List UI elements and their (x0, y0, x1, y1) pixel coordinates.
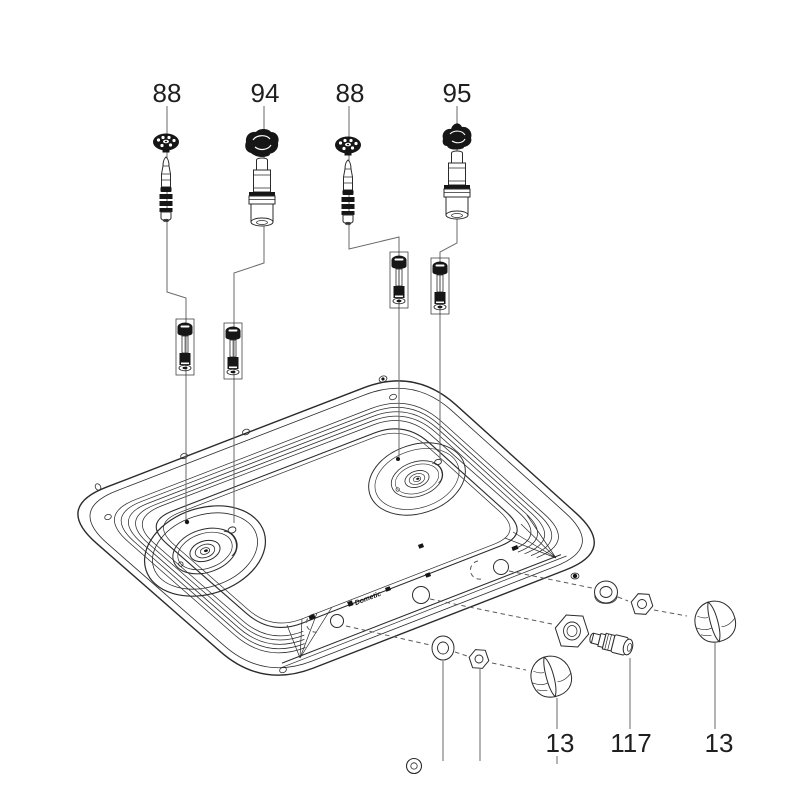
leader-dot-left-burner (184, 519, 190, 525)
cooktop-body: Dometic (77, 375, 595, 676)
rim-lip-band (114, 402, 559, 654)
burner-cap-electrode-88-right (334, 136, 362, 226)
injector-jet-2 (223, 322, 243, 380)
dashed-leaders (345, 570, 688, 671)
igniter-hole-center (412, 586, 430, 604)
callouts: 88 94 88 95 13 117 13 (153, 78, 734, 758)
callout-88-right: 88 (336, 78, 365, 108)
dashed-arc-right-hole (469, 560, 482, 580)
knob-hardware (405, 580, 740, 775)
callout-13-right: 13 (705, 728, 734, 758)
panel-fan-right (504, 514, 557, 559)
burner-valve-95 (442, 122, 472, 220)
leader-88-right (348, 106, 400, 457)
hex-nut-small-left (468, 649, 490, 669)
leader-ring-left-burner (227, 526, 237, 534)
ignition-valve-117 (589, 632, 634, 656)
leader-dot-right-burner (396, 457, 400, 461)
burner-right (358, 430, 476, 528)
dashed-arc-left-hole (305, 613, 318, 633)
leader-ring-right-burner (434, 458, 442, 466)
washer-left (431, 635, 455, 661)
callout-13-left: 13 (546, 728, 575, 758)
knob-hole-left (330, 614, 344, 628)
burner-cap-electrode-88-left (152, 133, 180, 223)
hex-nut-small-right (630, 593, 654, 615)
rim-outer-edge (77, 380, 595, 676)
panel-clips (308, 543, 519, 620)
callout-94: 94 (251, 78, 280, 108)
injector-jet-1 (175, 318, 195, 376)
brand-logo-mark (347, 600, 354, 607)
knob-hole-right (493, 559, 509, 575)
leader-lines (166, 106, 716, 764)
control-knob-13-left (526, 651, 576, 702)
washer-bottom-partial (405, 757, 423, 775)
callout-95: 95 (443, 78, 472, 108)
panel-fan-left (286, 606, 333, 659)
burner-valve-94 (244, 128, 280, 227)
bezel-washer-right (594, 580, 618, 604)
callout-88-left: 88 (153, 78, 182, 108)
control-knob-13-right (690, 596, 740, 647)
control-panel: Dometic (281, 514, 567, 669)
callout-117: 117 (610, 728, 651, 758)
rim-screws (94, 375, 580, 674)
hex-nut-large (554, 614, 590, 648)
